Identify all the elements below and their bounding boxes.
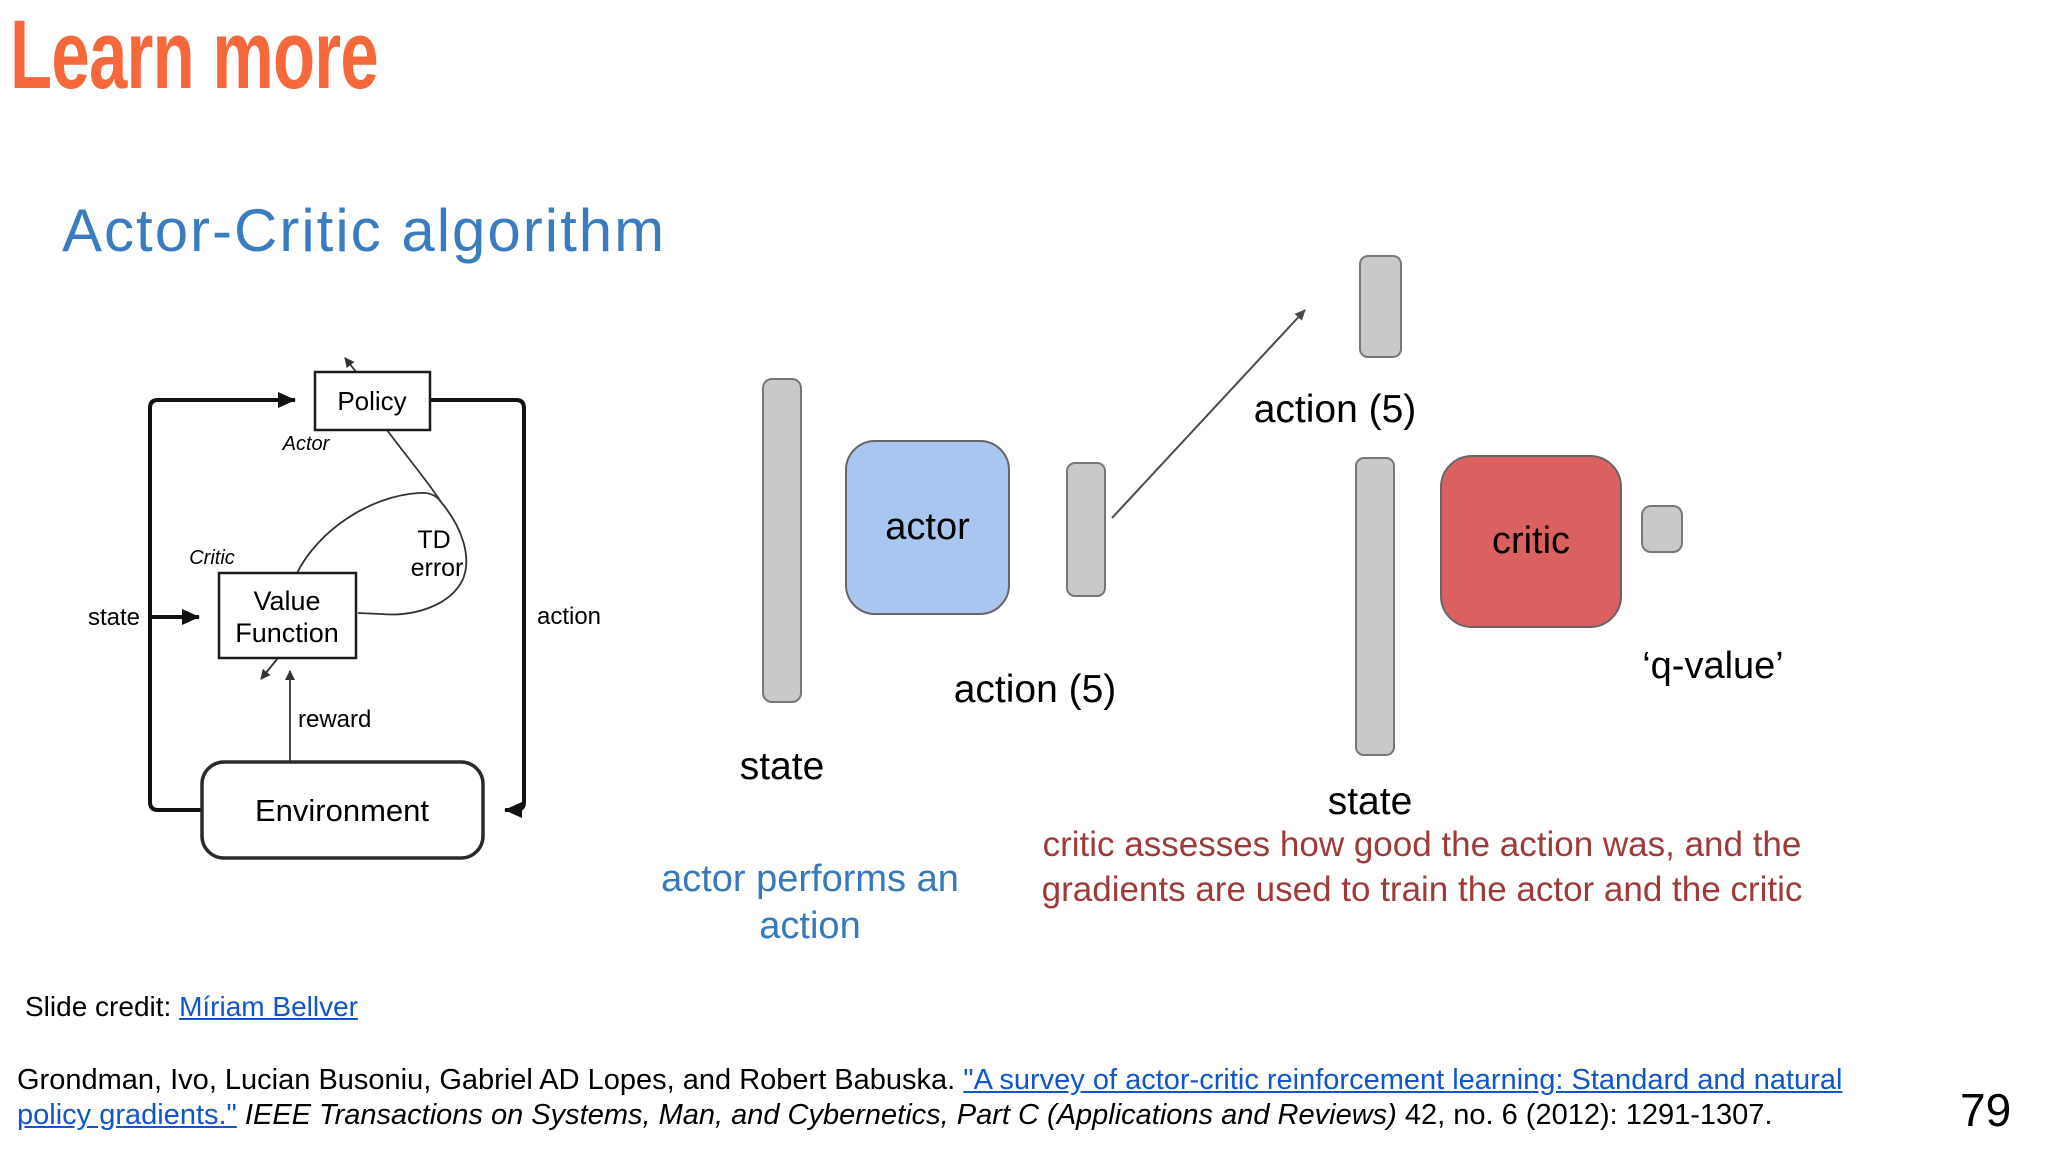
critic-state-input-bar bbox=[1355, 457, 1395, 756]
citation-link-line2: policy gradients." bbox=[17, 1099, 237, 1131]
critic-caption: critic assesses how good the action was,… bbox=[1022, 822, 1822, 912]
value-function-box bbox=[217, 571, 358, 660]
actor-action-output-label: action (5) bbox=[953, 668, 1117, 711]
policy-label: Policy bbox=[337, 386, 406, 416]
action-sample-arrow bbox=[1111, 309, 1306, 519]
value-function-update-arrow bbox=[260, 657, 279, 680]
value-function-label-line1: Value bbox=[253, 586, 320, 616]
td-error-label-line2: error bbox=[411, 554, 464, 582]
critic-caption-line1: critic assesses how good the action was,… bbox=[1042, 825, 1802, 864]
actor-caption: actor performs an action bbox=[661, 858, 959, 947]
citation-link[interactable]: "A survey of actor-critic reinforcement … bbox=[17, 1064, 1842, 1131]
actor-state-input-label: state bbox=[739, 745, 825, 788]
actor-box: actor bbox=[845, 440, 1010, 615]
environment-box bbox=[200, 760, 485, 860]
state-label: state bbox=[88, 604, 140, 631]
citation-journal: IEEE Transactions on Systems, Man, and C… bbox=[236, 1099, 1397, 1131]
actor-box-label: actor bbox=[885, 506, 970, 548]
actor-state-input-bar bbox=[762, 378, 802, 703]
actor-label: Actor bbox=[282, 433, 331, 455]
q-value-output-square bbox=[1641, 505, 1683, 553]
actor-action-output-bar bbox=[1066, 462, 1106, 597]
slide-credit-link[interactable]: Míriam Bellver bbox=[179, 991, 358, 1022]
citation: Grondman, Ivo, Lucian Busoniu, Gabriel A… bbox=[17, 1063, 1877, 1133]
slide-credit-prefix: Slide credit: bbox=[25, 991, 180, 1022]
td-error-loop-right bbox=[357, 501, 468, 616]
policy-to-environment-line bbox=[430, 398, 526, 818]
policy-box bbox=[313, 370, 432, 432]
classic-actor-critic-figure: Policy Actor Critic Value Function TD er… bbox=[88, 357, 601, 860]
sampled-action-label: action (5) bbox=[1253, 388, 1417, 431]
td-error-label-line1: TD bbox=[417, 526, 450, 554]
critic-label: Critic bbox=[189, 547, 235, 569]
citation-authors: Grondman, Ivo, Lucian Busoniu, Gabriel A… bbox=[17, 1064, 964, 1096]
td-error-loop-left bbox=[296, 491, 442, 574]
state-to-policy-line bbox=[148, 392, 296, 812]
page-number: 79 bbox=[1960, 1084, 2012, 1136]
citation-tail: 42, no. 6 (2012): 1291-1307. bbox=[1396, 1099, 1773, 1131]
value-function-label-line2: Function bbox=[235, 618, 339, 648]
critic-box: critic bbox=[1440, 455, 1622, 628]
critic-state-input-label: state bbox=[1327, 780, 1413, 823]
slide-credit: Slide credit: Míriam Bellver bbox=[25, 991, 358, 1023]
td-error-policy-line bbox=[386, 429, 442, 503]
citation-link-line1: "A survey of actor-critic reinforcement … bbox=[963, 1064, 1843, 1096]
reward-label: reward bbox=[298, 706, 371, 733]
critic-caption-line2: gradients are used to train the actor an… bbox=[1041, 870, 1803, 909]
sampled-action-bar bbox=[1359, 255, 1402, 358]
critic-box-label: critic bbox=[1491, 520, 1571, 562]
q-value-label: ‘q-value’ bbox=[1642, 645, 1784, 687]
action-label: action bbox=[537, 603, 601, 630]
page-title: Learn more bbox=[10, 0, 379, 109]
environment-label: Environment bbox=[255, 793, 429, 828]
section-heading: Actor-Critic algorithm bbox=[62, 197, 667, 264]
